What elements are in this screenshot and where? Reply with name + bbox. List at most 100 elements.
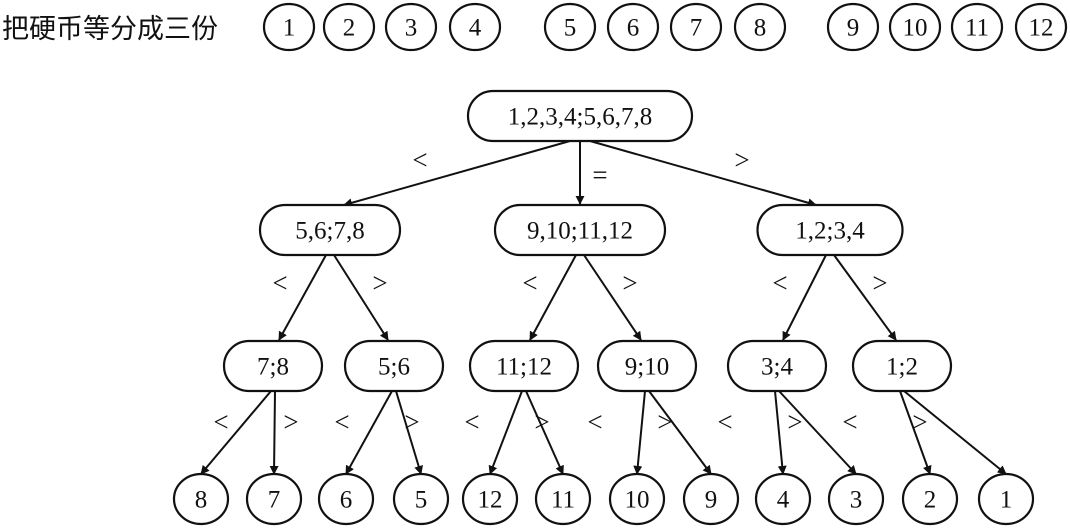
tree-edge [782, 254, 827, 341]
tree-level3-node-label: 5;6 [378, 354, 410, 381]
tree-level3-node-label: 7;8 [257, 354, 289, 381]
tree-leaf-node: 2 [901, 472, 959, 526]
tree-edge [343, 140, 571, 208]
tree-edge-label: > [912, 407, 927, 437]
tree-edge-label: > [404, 407, 419, 437]
header-coin: 2 [322, 2, 376, 52]
tree-edge [903, 390, 1007, 475]
tree-edge-label: < [842, 407, 857, 437]
header-coin-label: 11 [965, 15, 989, 42]
tree-root-node: 1,2,3,4;5,6,7,8 [466, 89, 694, 143]
tree-edge [200, 390, 272, 475]
tree-edge [525, 390, 564, 475]
tree-edge-label: < [213, 407, 228, 437]
tree-leaf-node: 11 [534, 472, 592, 526]
tree-edge-label: < [272, 268, 287, 298]
tree-edge-label: > [787, 407, 802, 437]
header-coin-label: 9 [847, 15, 860, 42]
tree-leaf-label: 7 [268, 487, 281, 514]
tree-edge-label: > [734, 145, 749, 175]
header-coin: 12 [1014, 2, 1068, 52]
tree-leaf-node: 8 [172, 472, 230, 526]
tree-edge-label: < [772, 268, 787, 298]
header-coin: 3 [384, 2, 438, 52]
tree-leaf-label: 3 [850, 487, 863, 514]
tree-leaf-label: 1 [1000, 487, 1013, 514]
header-coin: 5 [543, 2, 597, 52]
tree-edge [589, 140, 817, 208]
header-coin: 4 [448, 2, 502, 52]
header-coin-label: 8 [754, 15, 767, 42]
tree-leaf-node: 3 [827, 472, 885, 526]
tree-level3-node: 11;12 [468, 339, 580, 393]
tree-leaf-node: 12 [461, 472, 519, 526]
tree-level3-node-label: 1;2 [886, 354, 918, 381]
tree-edge-labels: <=><><><><><><><><><> [213, 145, 927, 437]
tree-leaf-node: 5 [392, 472, 450, 526]
tree-level2-node-label: 9,10;11,12 [527, 218, 633, 245]
tree-edge-label: > [534, 407, 549, 437]
tree-nodes: 1,2,3,4;5,6,7,8 5,6;7,8 9,10;11,12 1,2;3,4 7… [172, 89, 1035, 526]
tree-edge [278, 254, 327, 341]
tree-edge-label: > [657, 407, 672, 437]
tree-edge [529, 254, 577, 341]
tree-leaf-label: 2 [924, 487, 937, 514]
tree-edge [778, 390, 857, 475]
tree-edge [648, 390, 712, 475]
tree-leaf-label: 4 [777, 487, 790, 514]
tree-level2-node: 1,2;3,4 [756, 203, 904, 257]
tree-edge-label: < [522, 268, 537, 298]
tree-edge [488, 390, 523, 475]
header-coin: 8 [733, 2, 787, 52]
header-title: 把硬币等分成三份 [2, 14, 218, 45]
tree-level3-node: 3;4 [726, 339, 828, 393]
tree-leaf-label: 12 [478, 487, 503, 514]
tree-edge [333, 254, 389, 341]
tree-edges [200, 140, 1007, 475]
tree-edge [583, 254, 642, 341]
tree-leaf-node: 6 [317, 472, 375, 526]
header-coin: 10 [888, 2, 942, 52]
header-coin-label: 5 [564, 15, 577, 42]
header-coin-label: 10 [903, 15, 928, 42]
tree-level3-node-label: 11;12 [496, 354, 552, 381]
tree-edge [269, 390, 279, 475]
tree-level3-node-label: 3;4 [761, 354, 793, 381]
tree-root-node-label: 1,2,3,4;5,6,7,8 [508, 104, 652, 131]
tree-edge [774, 390, 787, 475]
tree-level3-node: 7;8 [222, 339, 324, 393]
tree-leaf-node: 9 [682, 472, 740, 526]
tree-edge [833, 254, 897, 341]
tree-leaf-node: 4 [754, 472, 812, 526]
tree-edge-label: < [587, 407, 602, 437]
header-coin: 11 [950, 2, 1004, 52]
tree-edge-label: > [372, 268, 387, 298]
tree-edge [345, 390, 393, 475]
tree-edge-label: < [412, 145, 427, 175]
tree-level2-node-label: 1,2;3,4 [795, 218, 865, 245]
tree-edge-label: < [464, 407, 479, 437]
tree-edge [633, 390, 646, 475]
tree-leaf-label: 6 [340, 487, 353, 514]
tree-leaf-label: 11 [551, 487, 575, 514]
header-coin-label: 6 [627, 15, 640, 42]
header-coin: 9 [826, 2, 880, 52]
tree-leaf-node: 1 [977, 472, 1035, 526]
tree-leaf-node: 10 [608, 472, 666, 526]
tree-leaf-label: 10 [625, 487, 650, 514]
tree-edge-label: > [283, 407, 298, 437]
tree-edge-label: < [334, 407, 349, 437]
tree-level3-node: 5;6 [343, 339, 445, 393]
header-coin: 7 [669, 2, 723, 52]
tree-leaf-label: 8 [195, 487, 208, 514]
header-coin-label: 4 [469, 15, 482, 42]
tree-level2-node: 5,6;7,8 [258, 203, 402, 257]
tree-edge-label: < [717, 407, 732, 437]
tree-leaf-node: 7 [245, 472, 303, 526]
header-coin-label: 7 [690, 15, 703, 42]
tree-level3-node-label: 9;10 [625, 354, 669, 381]
tree-edge [899, 390, 932, 475]
tree-edge-label: > [872, 268, 887, 298]
